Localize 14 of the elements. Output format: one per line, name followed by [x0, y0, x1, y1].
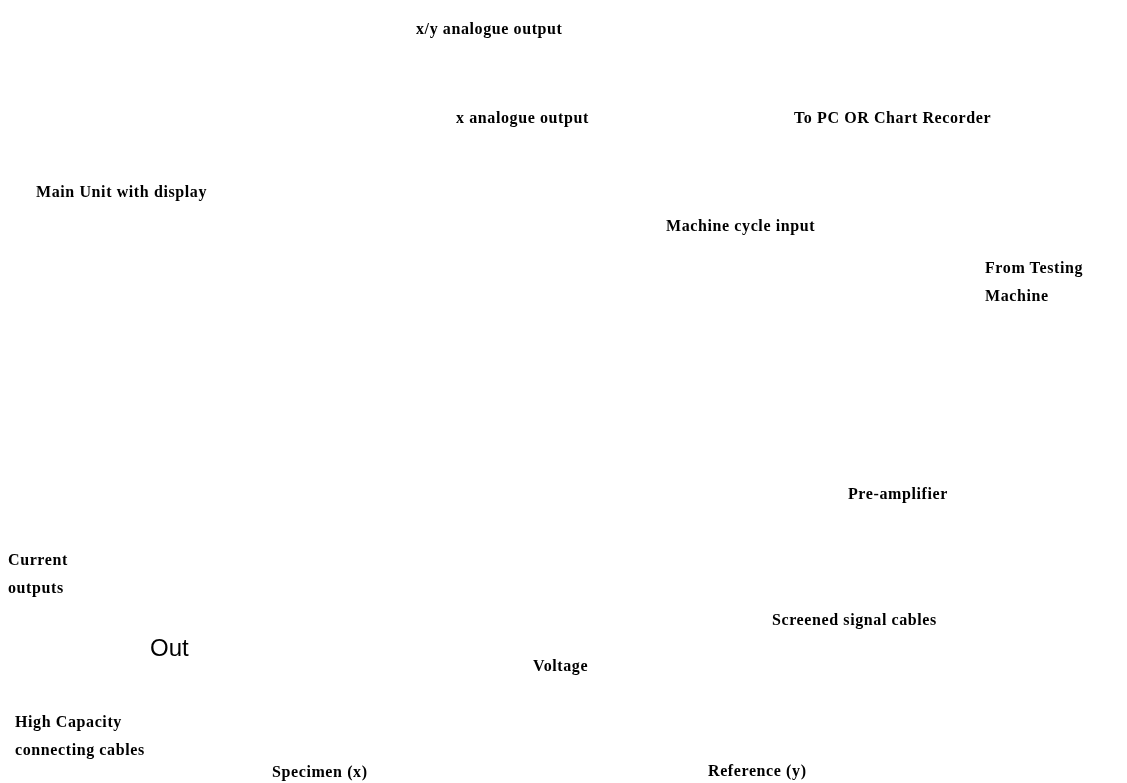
part-label: x analogue output — [456, 108, 589, 129]
part-label: Main Unit with display — [36, 182, 207, 203]
part-label: To PC OR Chart Recorder — [794, 108, 992, 128]
part-label: High Capacity connecting cables — [15, 712, 146, 761]
part-label: Machine cycle input — [666, 216, 816, 237]
part-label: Pre-amplifier — [848, 484, 948, 505]
part-label: Reference (y) — [708, 761, 807, 782]
part-label: Voltage — [533, 656, 589, 677]
part-label: From Testing Machine — [985, 258, 1085, 306]
part-label: Out — [150, 634, 189, 662]
part-label: Screened signal cables — [772, 610, 937, 631]
part-label: x/y analogue output — [416, 19, 563, 40]
part-label: Current outputs — [8, 550, 69, 599]
part-label: Specimen (x) — [272, 762, 368, 783]
